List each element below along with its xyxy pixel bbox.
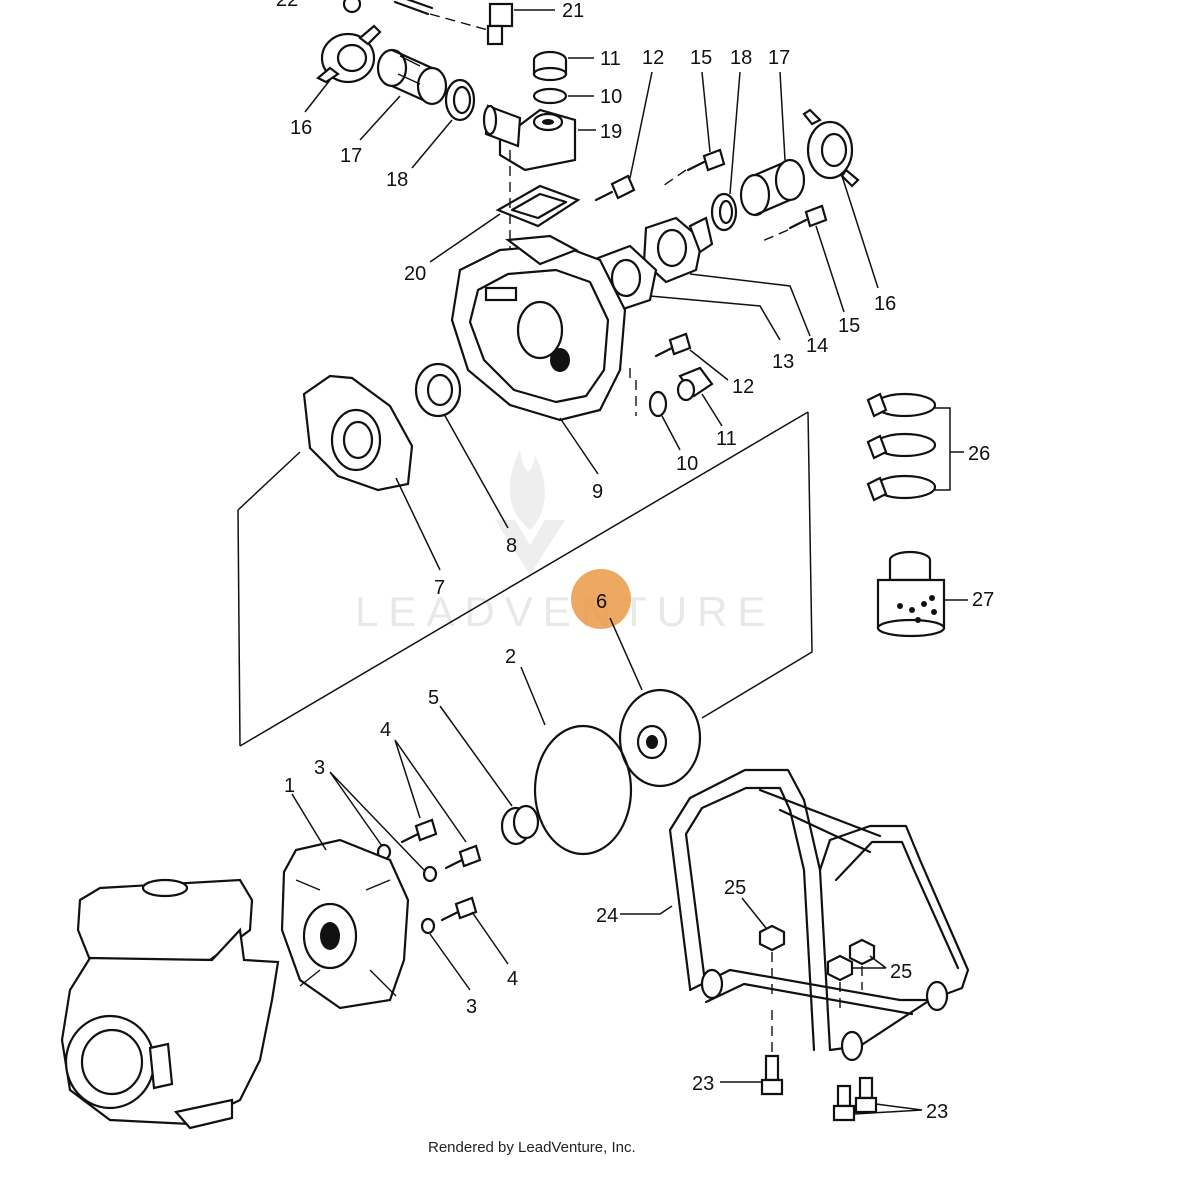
part-21-elbow-fitting bbox=[429, 2, 555, 46]
callout-14[interactable]: 14 bbox=[806, 335, 828, 357]
part-4-bolts-upper bbox=[394, 739, 482, 870]
part-14-suction-flange bbox=[642, 216, 811, 337]
callout-4-lower[interactable]: 4 bbox=[507, 968, 518, 990]
callout-19[interactable]: 19 bbox=[600, 121, 622, 143]
callout-15-right[interactable]: 15 bbox=[838, 315, 860, 337]
part-12-bolt-top bbox=[594, 71, 653, 202]
callout-8[interactable]: 8 bbox=[506, 535, 517, 557]
callout-15-top[interactable]: 15 bbox=[690, 47, 712, 69]
callout-22[interactable]: 22 bbox=[276, 0, 298, 11]
callout-16-right[interactable]: 16 bbox=[874, 293, 896, 315]
part-16-wing-coupling-left bbox=[304, 24, 382, 113]
part-12-bolt-mid bbox=[629, 332, 729, 381]
part-25-nuts bbox=[741, 897, 887, 1010]
callout-11-mid[interactable]: 11 bbox=[716, 428, 737, 450]
callout-12-top[interactable]: 12 bbox=[642, 47, 664, 69]
callout-6[interactable]: 6 bbox=[596, 591, 607, 613]
callout-4-upper[interactable]: 4 bbox=[380, 719, 391, 741]
callout-5[interactable]: 5 bbox=[428, 687, 439, 709]
part-2-casing-o-ring bbox=[520, 666, 633, 856]
part-16-wing-coupling-right bbox=[802, 108, 879, 289]
assembly-group-outline bbox=[237, 411, 813, 747]
part-6-highlight-marker[interactable] bbox=[571, 569, 631, 629]
callout-18-right[interactable]: 18 bbox=[730, 47, 752, 69]
part-4-bolt-lower bbox=[440, 896, 509, 965]
callout-23-right[interactable]: 23 bbox=[926, 1101, 948, 1123]
part-6-impeller bbox=[571, 569, 702, 788]
leadventure-watermark: LEADVENTURE bbox=[355, 450, 775, 635]
part-17-hose-barb-right bbox=[739, 71, 806, 217]
part-22-pin bbox=[342, 0, 434, 16]
callout-24[interactable]: 24 bbox=[596, 905, 618, 927]
callout-7[interactable]: 7 bbox=[434, 577, 445, 599]
callout-11-top[interactable]: 11 bbox=[600, 48, 621, 70]
callout-13[interactable]: 13 bbox=[772, 351, 794, 373]
callout-27[interactable]: 27 bbox=[972, 589, 994, 611]
callout-10-mid[interactable]: 10 bbox=[676, 453, 698, 475]
callout-1[interactable]: 1 bbox=[284, 775, 295, 797]
callout-17-right[interactable]: 17 bbox=[768, 47, 790, 69]
part-11-drain-plug-mid bbox=[676, 366, 723, 427]
part-15-bolt-right bbox=[759, 204, 845, 313]
callout-10-top[interactable]: 10 bbox=[600, 86, 622, 108]
callout-2[interactable]: 2 bbox=[505, 646, 516, 668]
part-24-frame bbox=[620, 768, 970, 1062]
callout-21[interactable]: 21 bbox=[562, 0, 584, 22]
callout-20[interactable]: 20 bbox=[404, 263, 426, 285]
callout-3-upper[interactable]: 3 bbox=[314, 757, 325, 779]
callout-25-right[interactable]: 25 bbox=[890, 961, 912, 983]
part-8-mechanical-seal bbox=[414, 362, 509, 529]
part-18-gasket-left bbox=[411, 78, 476, 169]
callout-23-left[interactable]: 23 bbox=[692, 1073, 714, 1095]
part-17-hose-barb-left bbox=[359, 48, 448, 141]
part-5-wear-ring bbox=[439, 705, 540, 846]
callout-16-left[interactable]: 16 bbox=[290, 117, 312, 139]
part-3-washer-lower bbox=[420, 917, 471, 991]
part-1-pump-cover bbox=[280, 793, 410, 1010]
part-10-o-ring-top bbox=[532, 87, 594, 105]
callout-9[interactable]: 9 bbox=[592, 481, 603, 503]
watermark-text: LEADVENTURE bbox=[355, 588, 775, 635]
part-7-volute bbox=[302, 374, 441, 571]
callout-26[interactable]: 26 bbox=[968, 443, 990, 465]
part-9-pump-casing bbox=[450, 234, 627, 475]
part-11-drain-plug-top bbox=[532, 50, 594, 82]
part-19-discharge-elbow bbox=[482, 104, 596, 172]
footer-credit: Rendered by LeadVenture, Inc. bbox=[428, 1139, 636, 1156]
callout-17-left[interactable]: 17 bbox=[340, 145, 362, 167]
callout-12-mid[interactable]: 12 bbox=[732, 376, 754, 398]
callout-3-lower[interactable]: 3 bbox=[466, 996, 477, 1018]
part-20-gasket bbox=[429, 150, 581, 263]
part-27-strainer bbox=[876, 550, 968, 638]
part-10-o-ring-mid bbox=[635, 380, 681, 451]
callout-25-left[interactable]: 25 bbox=[724, 877, 746, 899]
part-26-hose-clamps bbox=[866, 392, 964, 502]
callout-18-left[interactable]: 18 bbox=[386, 169, 408, 191]
part-23-bolts bbox=[720, 1010, 923, 1122]
part-15-bolt-top bbox=[659, 71, 726, 189]
part-18-gasket-right bbox=[710, 71, 741, 232]
engine bbox=[60, 878, 280, 1130]
